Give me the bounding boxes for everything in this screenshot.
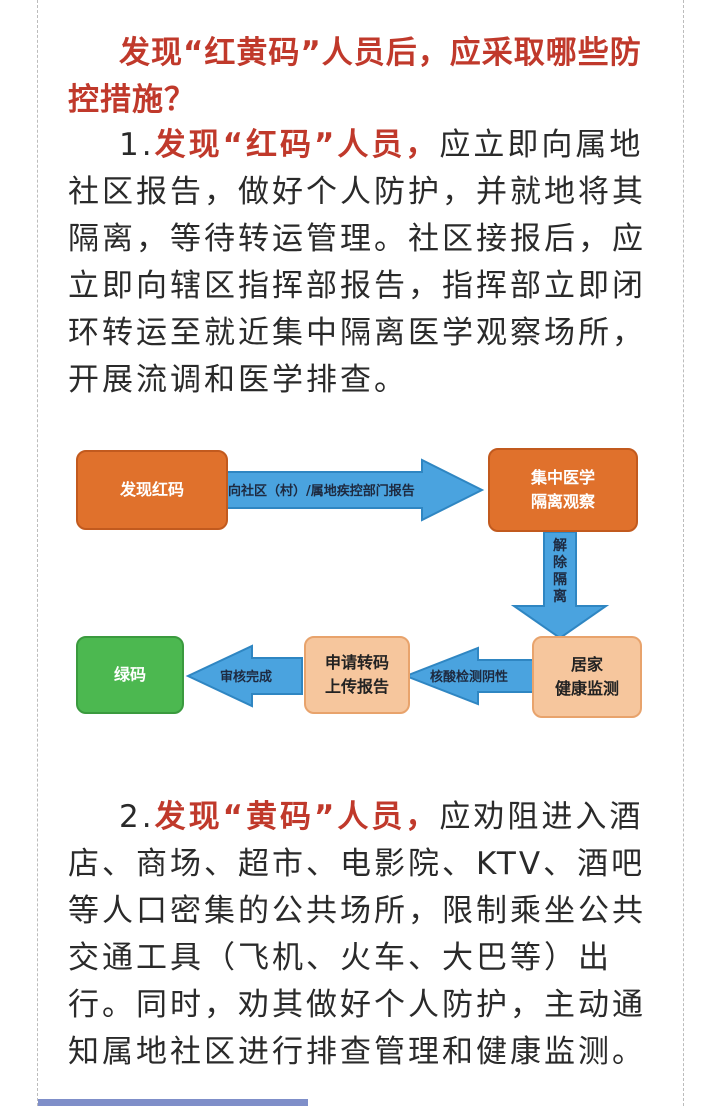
node-home-monitoring: 居家 健康监测 xyxy=(532,636,642,718)
page-right-border xyxy=(683,0,684,1106)
paragraph-yellow-code: 2.发现“黄码”人员，应劝阻进入酒店、商场、超市、电影院、KTV、酒吧等人口密集… xyxy=(68,794,658,1076)
node-green-code-label: 绿码 xyxy=(113,665,146,684)
edge-label-review: 审核完成 xyxy=(220,670,273,685)
node-central-observation-line2: 隔离观察 xyxy=(530,492,595,511)
node-central-observation: 集中医学 隔离观察 xyxy=(488,448,638,532)
paragraph-text: 应立即向属地社区报告，做好个人防护，并就地将其隔离，等待转运管理。社区接报后，应… xyxy=(68,127,646,398)
bottom-progress-bar xyxy=(38,1099,683,1106)
flowchart: 发现红码 集中医学 隔离观察 居家 健康监测 申请转码 上传报告 绿码 向社区（… xyxy=(60,440,660,730)
bottom-progress-fill xyxy=(38,1099,308,1106)
edge-label-release: 解除隔离 xyxy=(553,538,567,605)
node-green-code: 绿码 xyxy=(76,636,184,714)
section-heading: 发现“红黄码”人员后，应采取哪些防控措施？ xyxy=(68,35,642,118)
paragraph-red-code: 1.发现“红码”人员，应立即向属地社区报告，做好个人防护，并就地将其隔离，等待转… xyxy=(68,122,658,404)
paragraph-number: 1. xyxy=(119,127,155,163)
report-arrow xyxy=(225,458,485,522)
node-apply-line2: 上传报告 xyxy=(324,677,389,696)
nucleic-arrow xyxy=(403,646,537,706)
yellow-code-highlight: 发现“黄码”人员， xyxy=(154,799,440,835)
node-home-line1: 居家 xyxy=(570,655,603,674)
node-home-line2: 健康监测 xyxy=(554,679,619,698)
red-code-highlight: 发现“红码”人员， xyxy=(154,127,440,163)
node-red-code: 发现红码 xyxy=(76,450,228,530)
edge-label-report: 向社区（村）/属地疾控部门报告 xyxy=(228,484,415,499)
paragraph-number: 2. xyxy=(119,799,155,835)
node-red-code-label: 发现红码 xyxy=(119,480,184,499)
review-arrow xyxy=(185,644,303,708)
article-header: 发现“红黄码”人员后，应采取哪些防控措施？ xyxy=(68,30,658,124)
node-central-observation-line1: 集中医学 xyxy=(530,468,595,487)
release-arrow xyxy=(510,531,610,640)
paragraph-text: 应劝阻进入酒店、商场、超市、电影院、KTV、酒吧等人口密集的公共场所，限制乘坐公… xyxy=(68,799,646,1070)
node-apply-transfer: 申请转码 上传报告 xyxy=(304,636,410,714)
edge-label-nucleic: 核酸检测阴性 xyxy=(430,670,509,685)
flowchart-arrows xyxy=(185,458,610,708)
node-apply-line1: 申请转码 xyxy=(324,653,389,672)
page-left-border xyxy=(37,0,38,1106)
